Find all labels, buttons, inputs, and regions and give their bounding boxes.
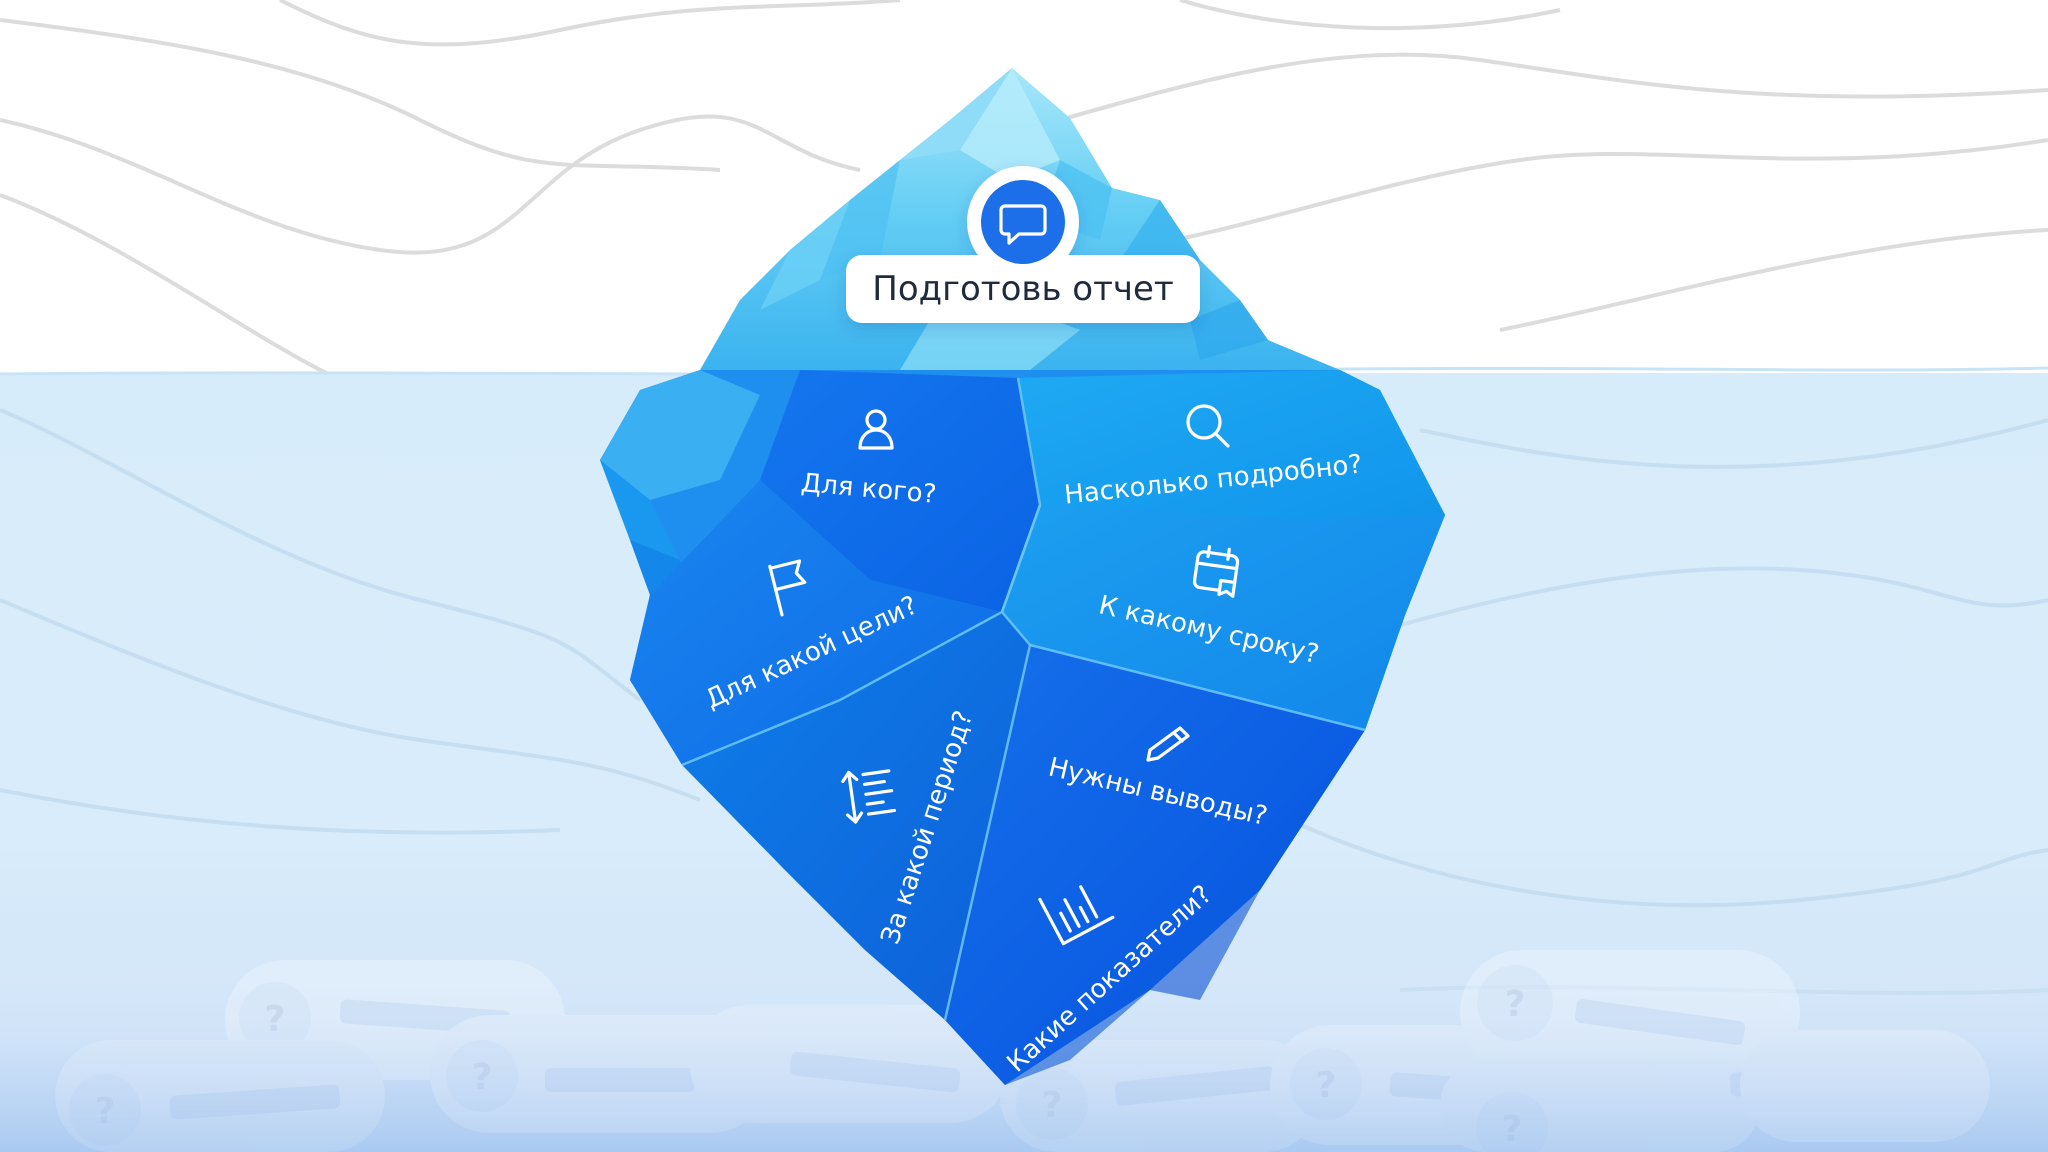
segment-conclusions-metrics xyxy=(945,645,1365,1085)
calendar-icon xyxy=(1192,544,1240,598)
tip-label-box xyxy=(846,255,1200,323)
period-list-icon xyxy=(841,769,897,824)
chat-bubble-icon xyxy=(981,180,1065,264)
bar-chart-icon xyxy=(1038,885,1115,946)
pencil-icon xyxy=(1146,726,1190,762)
sky-wave-lines xyxy=(0,0,2048,377)
segment-goal xyxy=(630,480,1002,765)
segment-who xyxy=(760,370,1040,612)
segment-deadline xyxy=(1002,505,1445,730)
iceberg-body xyxy=(600,370,1445,1085)
person-icon xyxy=(858,409,894,450)
search-icon xyxy=(1186,404,1230,448)
segment-detail xyxy=(1018,370,1445,520)
flag-icon xyxy=(768,559,807,617)
tip-label: Подготовь отчет xyxy=(872,269,1173,309)
